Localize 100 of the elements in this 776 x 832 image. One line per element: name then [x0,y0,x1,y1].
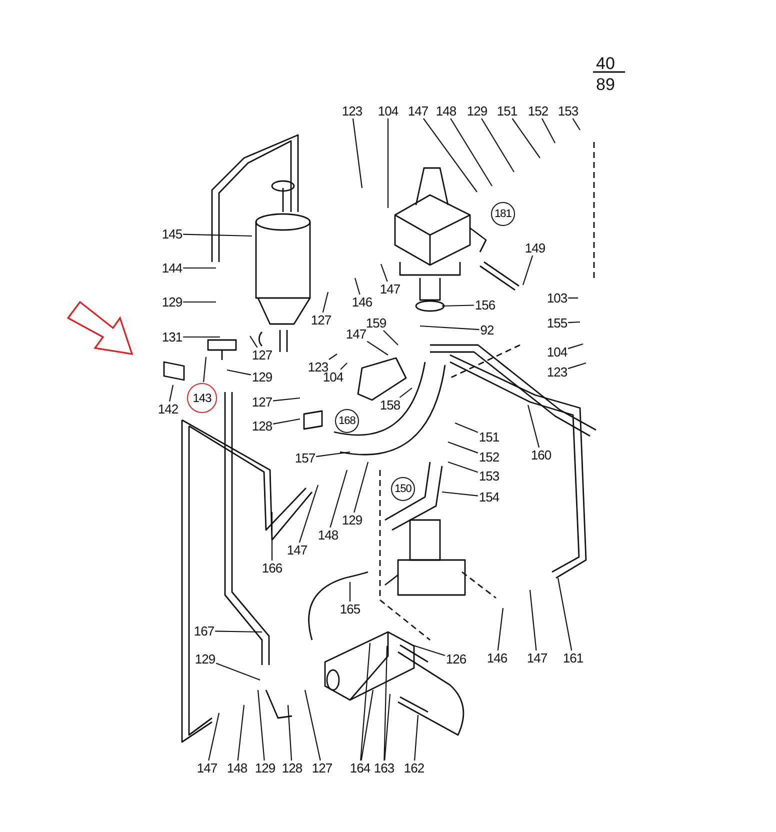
leader-line [287,704,292,761]
leader-line [527,404,540,448]
leader-line [448,461,478,473]
callout-number: 128 [252,420,272,432]
leader-line [522,255,534,286]
leader-line [399,388,412,398]
callout-number: 154 [478,490,500,504]
callout-number: 148 [318,528,338,542]
callout-number: 147 [380,282,400,296]
callout-number: 129 [342,514,362,526]
circled-number: 168 [335,409,359,433]
leader-line [216,662,260,681]
callout-number: 147 [526,652,548,664]
sheet-number: 40 [596,55,615,72]
leader-line [454,422,478,433]
circled-number: 150 [391,477,415,501]
circled-number: 143 [187,383,217,413]
callout-number: 127 [312,762,332,774]
leader-line [360,642,371,761]
leader-line [542,118,556,144]
callout-number: 153 [558,104,578,118]
leader-line [366,340,388,356]
callout-number: 129 [466,104,488,118]
callout-number: 165 [340,602,360,616]
callout-number: 148 [226,762,248,774]
callout-number: 155 [546,316,568,330]
leader-line [273,397,300,402]
leader-line [250,336,258,348]
leader-line [568,343,584,350]
callout-number: 126 [446,652,466,666]
leader-line [557,578,572,651]
leader-line [169,384,174,402]
callout-number: 127 [310,314,332,326]
callout-number: 142 [158,402,178,416]
leader-line [203,356,207,382]
callout-number: 152 [528,104,548,118]
callout-number: 146 [352,296,372,308]
leader-line [298,484,319,543]
leader-line [572,118,580,130]
leader-line [328,354,338,360]
leader-line [304,690,321,761]
leader-line [448,441,478,454]
callout-number: 128 [282,762,302,774]
leader-line [237,704,245,761]
leader-line [387,118,389,208]
leader-line [442,491,478,496]
leader-line [529,590,537,651]
leader-line [354,278,360,295]
callout-number: 104 [546,346,568,358]
leader-line [420,325,480,330]
leader-line [257,690,265,761]
leader-line [414,714,419,761]
callout-number: 123 [308,360,328,374]
leader-line [340,362,348,370]
callout-number: 131 [162,330,182,344]
leader-line [215,630,262,633]
leader-line [481,118,514,172]
callout-number: 163 [374,762,394,774]
callout-number: 123 [342,104,362,118]
callout-number: 164 [350,762,370,774]
leader-line [316,451,350,458]
callout-number: 153 [478,470,500,482]
leader-line [352,118,363,188]
circled-number: 181 [491,202,515,226]
sheet-total: 89 [596,76,615,93]
callout-number: 147 [346,328,366,340]
callout-number: 104 [378,104,398,118]
leader-line [183,336,220,338]
leader-line [208,712,220,761]
leader-line [354,462,369,513]
callout-number: 147 [196,762,218,774]
callout-number: 151 [478,430,500,444]
callout-number: 149 [524,242,546,254]
leader-line [568,362,586,370]
callout-number: 148 [436,104,456,118]
leader-line [412,644,446,656]
leader-line [384,694,391,761]
callout-number: 147 [286,544,308,556]
leader-line [568,321,580,324]
callout-number: 157 [294,452,316,464]
leader-line [423,118,478,192]
leader-line [183,267,216,269]
leader-line [330,470,348,528]
leader-line [183,301,216,303]
callout-number: 129 [194,652,216,666]
callout-number: 166 [262,562,282,574]
callout-number: 160 [530,448,552,462]
callout-number: 145 [162,228,182,240]
leader-line [322,292,329,313]
callout-number: 147 [408,104,428,118]
callout-number: 158 [380,398,400,412]
callout-number: 129 [162,296,182,308]
callout-number: 92 [480,324,494,336]
leader-line [271,512,273,560]
leader-line [384,646,388,761]
callout-number: 103 [546,292,568,304]
callout-number: 123 [546,366,568,378]
callout-number: 167 [194,624,214,638]
callout-number: 162 [404,762,424,774]
callout-number: 146 [486,652,508,664]
